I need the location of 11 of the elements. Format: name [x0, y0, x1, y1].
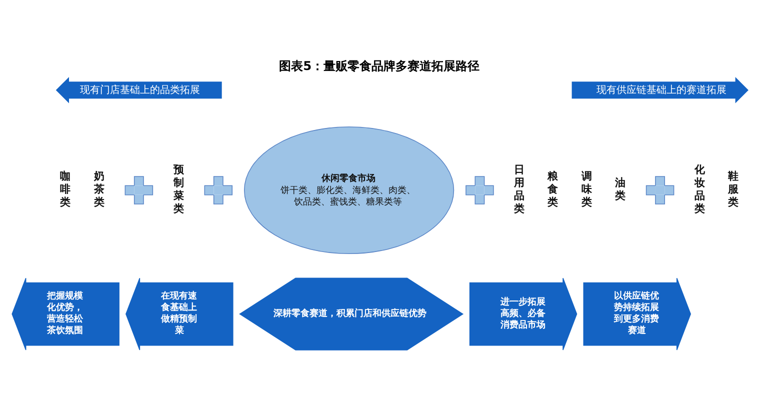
label: 咖啡类: [60, 170, 72, 209]
label: 油类: [614, 176, 626, 202]
label: 鞋服类: [728, 170, 740, 209]
label: 日用品类: [514, 162, 526, 215]
node-ellipse: 休闲零食市场 饼干类、膨化类、海鲜类、肉类、饮品类、蜜饯类、糖果类等: [244, 126, 454, 254]
label: 奶茶类: [94, 170, 105, 209]
label: 粮食类: [548, 170, 559, 209]
label: 预制菜类: [173, 162, 184, 215]
label: 化妆品类: [694, 162, 706, 215]
label: 调味类: [581, 170, 592, 209]
diagram-title: 图表5：量贩零食品牌多赛道拓展路径: [279, 59, 480, 74]
